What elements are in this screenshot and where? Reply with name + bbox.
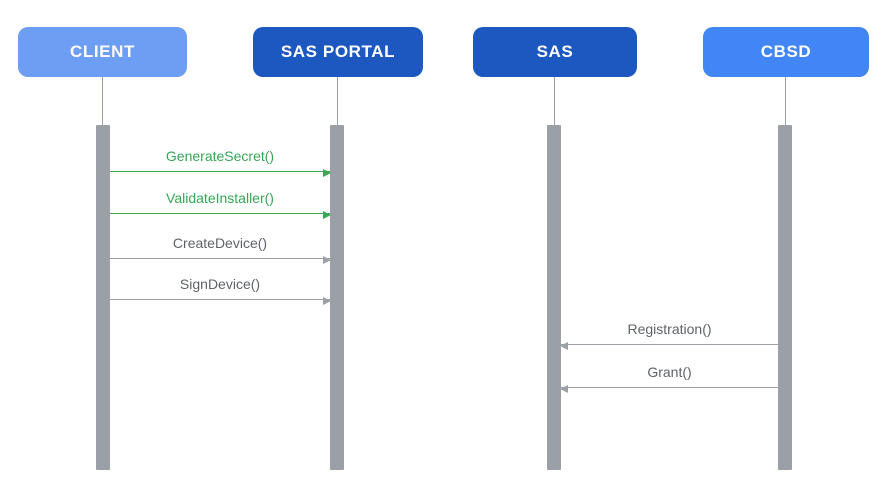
message-validate-installer: ValidateInstaller()	[110, 189, 331, 219]
lifeline-sas	[554, 77, 555, 125]
message-label: Grant()	[647, 364, 692, 380]
message-arrow-line	[110, 296, 331, 305]
actor-label-sas-portal: SAS PORTAL	[280, 42, 396, 61]
arrowhead-right-icon	[323, 296, 331, 305]
message-grant: Grant()	[560, 363, 778, 393]
arrowhead-right-icon	[323, 210, 331, 219]
message-arrow-line	[110, 255, 331, 264]
message-registration: Registration()	[560, 320, 778, 350]
message-generate-secret: GenerateSecret()	[110, 147, 331, 177]
message-label: SignDevice()	[179, 276, 261, 292]
actor-label-client: CLIENT	[70, 42, 135, 61]
message-arrow-line	[110, 168, 331, 177]
actor-box-sas: SAS	[473, 27, 637, 77]
lifeline-client	[102, 77, 103, 125]
activation-bar-client	[96, 125, 110, 470]
actor-box-sas-portal: SAS PORTAL	[253, 27, 423, 77]
arrowhead-left-icon	[560, 341, 568, 350]
message-label: CreateDevice()	[172, 235, 268, 251]
message-arrow-line	[560, 341, 778, 350]
activation-bar-sas	[547, 125, 561, 470]
actor-box-client: CLIENT	[18, 27, 187, 77]
activation-bar-sas-portal	[330, 125, 344, 470]
activation-bar-cbsd	[778, 125, 792, 470]
arrowhead-right-icon	[323, 168, 331, 177]
arrowhead-left-icon	[560, 384, 568, 393]
actor-label-sas: SAS	[536, 42, 574, 61]
lifeline-cbsd	[785, 77, 786, 125]
message-label: GenerateSecret()	[165, 148, 275, 164]
message-label: ValidateInstaller()	[166, 190, 274, 206]
message-create-device: CreateDevice()	[110, 234, 331, 264]
message-sign-device: SignDevice()	[110, 275, 331, 305]
actor-label-cbsd: CBSD	[760, 42, 812, 61]
message-label: Registration()	[627, 321, 712, 337]
lifeline-sas-portal	[337, 77, 338, 125]
message-arrow-line	[110, 210, 331, 219]
message-arrow-line	[560, 384, 778, 393]
actor-box-cbsd: CBSD	[703, 27, 869, 77]
arrowhead-right-icon	[323, 255, 331, 264]
